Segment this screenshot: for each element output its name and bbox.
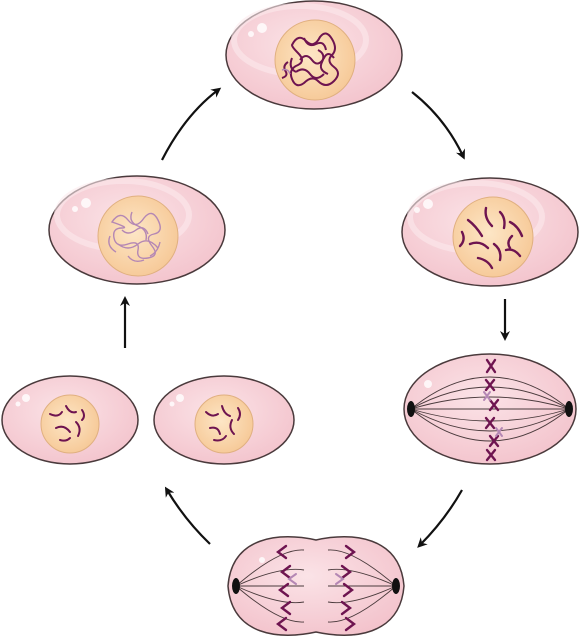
highlight-dot — [15, 401, 21, 407]
chromatin-light — [281, 68, 291, 75]
cell-prophase — [401, 177, 579, 287]
nucleus — [40, 394, 100, 454]
highlight-dot — [424, 380, 432, 388]
highlight-dot — [414, 207, 420, 213]
cell-membrane-pinched — [227, 536, 405, 636]
condensing-chromatin — [281, 32, 339, 87]
aligned-chromosomes — [484, 358, 500, 462]
highlight-dot — [81, 198, 91, 208]
cell-telophase-left — [1, 375, 139, 465]
decondensing-chromosomes — [49, 405, 85, 442]
cell-interphase — [48, 175, 226, 285]
centrosome-left — [232, 578, 240, 594]
nucleus — [194, 394, 254, 454]
condensed-chromosomes — [458, 206, 524, 270]
centrosome-right — [565, 401, 573, 417]
cell-telophase-right — [153, 375, 295, 465]
nucleus — [274, 19, 356, 101]
highlight-dot — [423, 199, 433, 209]
highlight-dot — [72, 206, 78, 212]
aligned-chromosomes-light — [483, 391, 503, 437]
arrow-interphase-to-early-prophase — [161, 87, 222, 161]
arrow-metaphase-to-anaphase — [417, 489, 463, 548]
centrosome-right — [392, 578, 400, 594]
arrow-early-prophase-to-prophase — [411, 91, 465, 160]
highlight-dot — [259, 557, 265, 563]
decondensing-chromosomes — [205, 405, 241, 442]
separating-chromosomes-light — [287, 573, 345, 585]
cycle-arrows — [120, 87, 510, 548]
nucleus — [452, 196, 534, 278]
centrosome-left — [407, 401, 415, 417]
cell-early-prophase — [225, 0, 403, 110]
highlight-dot — [22, 394, 30, 402]
highlight-dot — [248, 31, 254, 37]
cell-metaphase — [403, 353, 577, 465]
highlight-dot — [257, 23, 267, 33]
arrow-anaphase-to-telophase — [164, 486, 211, 545]
spindle-fibers — [235, 549, 397, 623]
separating-chromosomes-right — [340, 544, 356, 632]
diffuse-chromatin — [108, 211, 161, 263]
cell-anaphase — [227, 536, 405, 636]
highlight-dot — [176, 394, 184, 402]
separating-chromosomes-left — [276, 544, 292, 632]
highlight-dot — [169, 401, 175, 407]
